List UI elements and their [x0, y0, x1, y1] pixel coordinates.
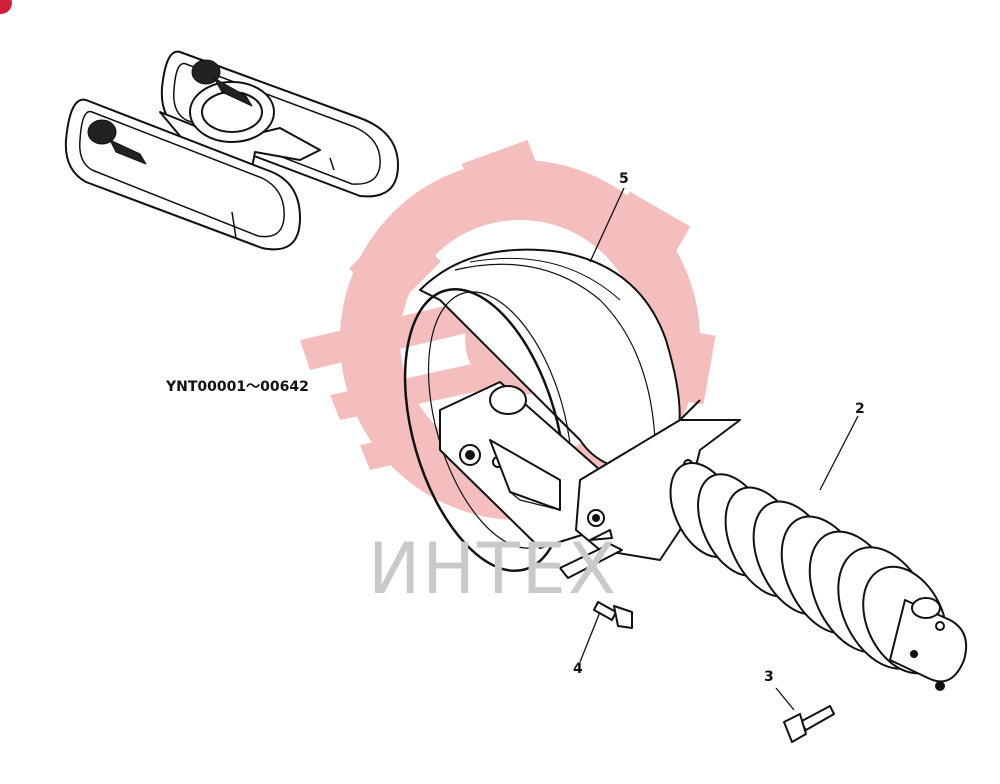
callout-2: 2 [855, 401, 865, 417]
undercarriage-inset [64, 50, 399, 251]
callout-5: 5 [619, 171, 629, 187]
callout-3: 3 [764, 669, 774, 685]
recoil-spring [669, 461, 968, 691]
corner-logo-icon [0, 0, 12, 14]
bolt-3 [783, 705, 835, 743]
yoke-block [439, 381, 601, 549]
idler-assembly [403, 248, 968, 743]
bolt-4 [593, 601, 633, 629]
watermark-text: ИНТЕХ [368, 528, 618, 610]
clamp-bracket [559, 399, 741, 579]
callout-4: 4 [573, 661, 583, 677]
serial-range-label: YNT00001～00642 [166, 379, 309, 395]
idler-wheel [403, 248, 681, 573]
leader-lines [579, 187, 859, 711]
